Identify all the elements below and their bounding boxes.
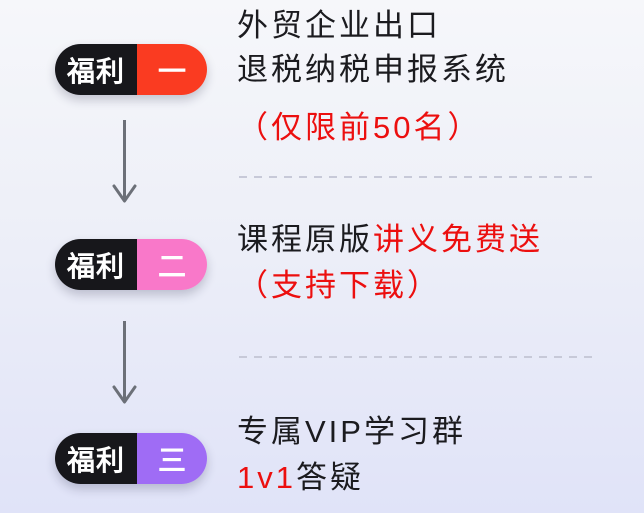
benefit-3-badge-label: 福利: [55, 433, 137, 484]
benefit-2-text-red-segment: 讲义免费送: [373, 222, 543, 257]
down-arrow-icon: [112, 120, 137, 203]
benefit-3-text-line-2: 1v1答疑: [237, 460, 364, 496]
benefit-3-badge-number: 三: [137, 433, 207, 484]
benefit-3-badge: 福利 三: [55, 433, 207, 484]
benefit-1-text-line-1: 外贸企业出口: [237, 8, 441, 43]
benefit-1-text-line-2: 退税纳税申报系统: [237, 52, 509, 87]
benefit-2-badge: 福利 二: [55, 239, 207, 290]
benefit-3-text-line-1: 专属VIP学习群: [237, 414, 466, 449]
benefit-2-text-dark-segment: 课程原版: [237, 222, 373, 257]
dashed-divider: [239, 356, 593, 358]
benefit-3-text-red-segment: 1v1: [237, 460, 296, 495]
benefit-1-badge-number: 一: [137, 44, 207, 95]
benefit-2-badge-label: 福利: [55, 239, 137, 290]
benefit-3-text-dark-segment: 答疑: [295, 460, 364, 495]
benefit-2-badge-number: 二: [137, 239, 207, 290]
dashed-divider: [239, 176, 593, 178]
benefit-1-text-highlight: （仅限前50名）: [237, 110, 482, 145]
down-arrow-icon: [112, 321, 137, 404]
benefit-1-badge-label: 福利: [55, 44, 137, 95]
benefit-2-text-line-1: 课程原版讲义免费送: [237, 222, 543, 258]
benefit-2-text-highlight: （支持下载）: [237, 268, 441, 303]
benefit-1-badge: 福利 一: [55, 44, 207, 95]
